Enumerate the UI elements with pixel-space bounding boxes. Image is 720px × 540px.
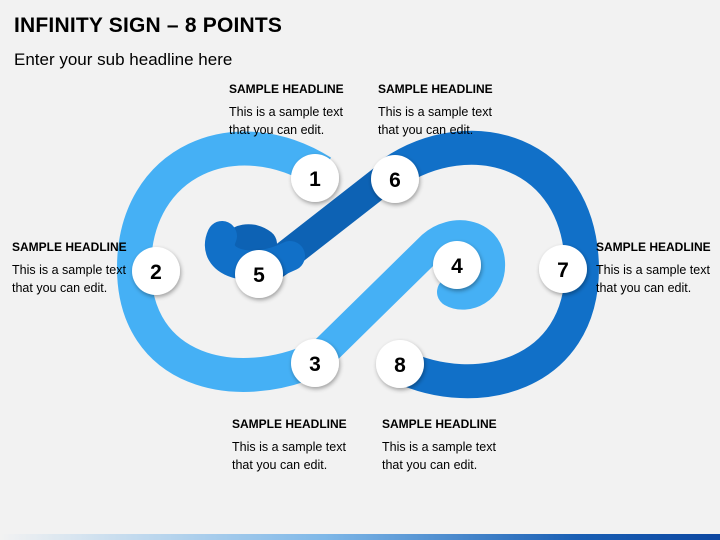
point-5-marker[interactable]: 5 <box>235 250 283 298</box>
callout-text-line2: that you can edit. <box>596 281 692 295</box>
callout-point-6: SAMPLE HEADLINE This is a sample text th… <box>378 82 528 139</box>
callout-text-line1: This is a sample text <box>229 105 343 119</box>
point-8-marker[interactable]: 8 <box>376 340 424 388</box>
callout-text-line1: This is a sample text <box>382 440 496 454</box>
callout-point-2: SAMPLE HEADLINE This is a sample text th… <box>12 240 162 297</box>
point-2-marker[interactable]: 2 <box>132 247 180 295</box>
callout-headline: SAMPLE HEADLINE <box>596 240 711 254</box>
callout-text-line2: that you can edit. <box>12 281 108 295</box>
callout-headline: SAMPLE HEADLINE <box>232 417 347 431</box>
point-8-number: 8 <box>394 354 406 377</box>
callout-text-line2: that you can edit. <box>229 123 325 137</box>
point-2-number: 2 <box>150 261 162 284</box>
point-7-number: 7 <box>557 259 569 282</box>
callout-point-8: SAMPLE HEADLINE This is a sample text th… <box>382 417 532 474</box>
callout-text-line2: that you can edit. <box>382 458 478 472</box>
point-1-marker[interactable]: 1 <box>291 154 339 202</box>
slide-subtitle: Enter your sub headline here <box>14 50 233 69</box>
callout-text-line2: that you can edit. <box>232 458 328 472</box>
callout-headline: SAMPLE HEADLINE <box>229 82 344 96</box>
point-4-number: 4 <box>451 255 463 278</box>
callout-headline: SAMPLE HEADLINE <box>378 82 493 96</box>
callout-text-line1: This is a sample text <box>596 263 710 277</box>
point-6-marker[interactable]: 6 <box>371 155 419 203</box>
point-7-marker[interactable]: 7 <box>539 245 587 293</box>
callout-text-line1: This is a sample text <box>232 440 346 454</box>
callout-headline: SAMPLE HEADLINE <box>12 240 127 254</box>
point-5-number: 5 <box>253 264 265 287</box>
point-3-marker[interactable]: 3 <box>291 339 339 387</box>
callout-text-line2: that you can edit. <box>378 123 474 137</box>
slide-title: INFINITY SIGN – 8 POINTS <box>14 14 283 37</box>
callout-point-7: SAMPLE HEADLINE This is a sample text th… <box>596 240 720 297</box>
callout-headline: SAMPLE HEADLINE <box>382 417 497 431</box>
footer-gradient-bar <box>0 534 720 540</box>
callout-point-3: SAMPLE HEADLINE This is a sample text th… <box>232 417 382 474</box>
point-3-number: 3 <box>309 353 321 376</box>
callout-text-line1: This is a sample text <box>378 105 492 119</box>
callout-text-line1: This is a sample text <box>12 263 126 277</box>
callout-point-1: SAMPLE HEADLINE This is a sample text th… <box>229 82 379 139</box>
point-6-number: 6 <box>389 169 401 192</box>
light-diagonal-band <box>303 220 505 373</box>
point-4-marker[interactable]: 4 <box>433 241 481 289</box>
point-1-number: 1 <box>309 168 321 191</box>
